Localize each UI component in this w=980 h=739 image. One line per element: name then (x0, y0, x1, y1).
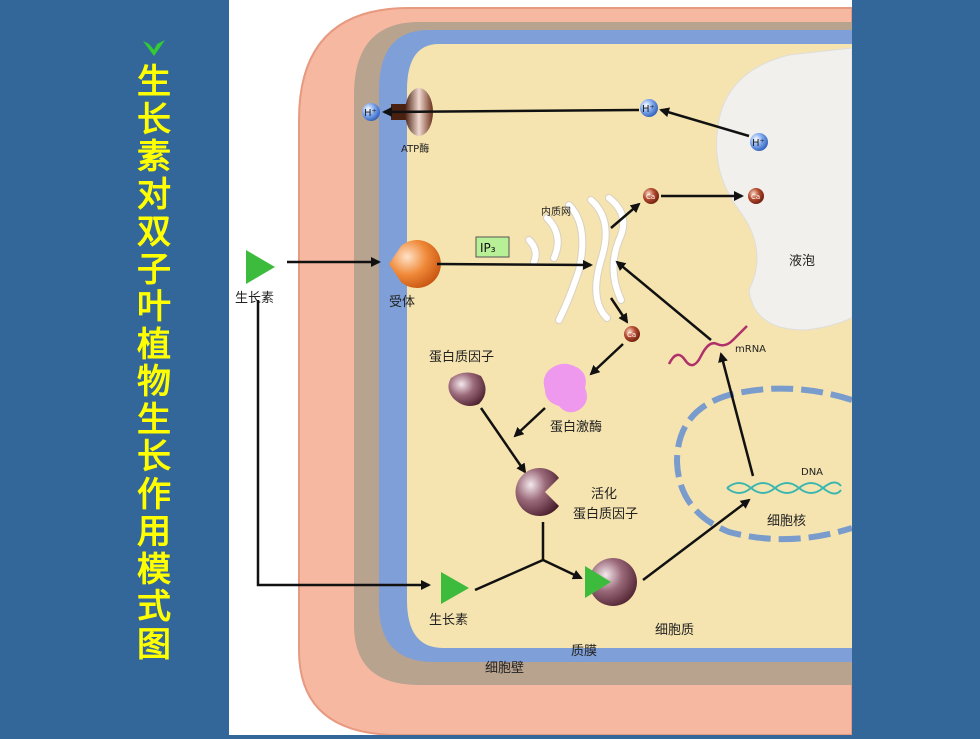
dna-helix (726, 481, 842, 495)
arrow-receptor-to-er (436, 259, 593, 270)
svg-text:H⁺: H⁺ (364, 108, 377, 119)
arrow-ca-to-kinase (589, 343, 624, 376)
svg-text:Ca: Ca (751, 193, 760, 201)
er-label: 内质网 (541, 205, 571, 218)
arrow-auxin-to-complex (474, 558, 583, 592)
ip3-box (475, 236, 510, 258)
auxin-label-outside: 生长素 (235, 291, 274, 306)
svg-text:Ca: Ca (646, 193, 655, 201)
auxin-molecule-outside (246, 250, 275, 284)
slide-title: 生长素对双子叶植物生长作用模式图 (137, 62, 171, 665)
cell-wall-label: 细胞壁 (485, 661, 524, 676)
auxin-label-inside: 生长素 (429, 613, 468, 628)
receptor-label: 受体 (389, 295, 415, 310)
svg-text:H⁺: H⁺ (642, 104, 655, 115)
nucleus-label: 细胞核 (767, 514, 806, 529)
arrow-er-to-ca (610, 202, 641, 229)
nucleus-envelope (673, 385, 853, 543)
protein-kinase (543, 363, 587, 413)
diagram-figure: 液泡 ATP酶 H⁺ H⁺ H⁺ (229, 0, 853, 736)
ip3-label: IP₃ (480, 241, 496, 255)
arrow-complex-to-dna (642, 498, 751, 581)
cytoplasm-label: 细胞质 (655, 623, 694, 638)
mrna-label: mRNA (735, 344, 766, 355)
svg-text:H⁺: H⁺ (752, 138, 765, 149)
kinase-label: 蛋白激酶 (550, 419, 602, 435)
arrow-mrna-to-er (615, 260, 712, 341)
dna-label: DNA (801, 467, 823, 478)
arrow-protein-to-activated (479, 407, 527, 474)
h-ion-cytoplasm: H⁺ (640, 99, 658, 117)
arrow-er-to-ca-2 (609, 297, 629, 324)
svg-text:Ca: Ca (627, 331, 636, 339)
activated-label-1: 活化 (591, 487, 617, 502)
checkmark-bullet-icon (143, 40, 165, 56)
auxin-protein-complex (585, 558, 637, 606)
arrow-auxin-into-cell (256, 300, 431, 590)
title-area: 生长素对双子叶植物生长作用模式图 (122, 38, 186, 664)
receptor (389, 240, 441, 288)
activated-protein-factor (515, 468, 559, 516)
mrna-strand (667, 325, 748, 367)
ca-ion-1: Ca (643, 188, 659, 204)
protein-factor-label: 蛋白质因子 (429, 349, 494, 365)
h-ion-outside: H⁺ (362, 103, 380, 121)
ca-ion-2: Ca (748, 188, 764, 204)
ca-ion-3: Ca (624, 326, 640, 342)
h-ion-vacuole: H⁺ (750, 133, 768, 151)
arrow-h-to-outside (382, 106, 640, 117)
membrane-label: 质膜 (571, 644, 597, 659)
endoplasmic-reticulum (525, 194, 628, 324)
activated-label-2: 蛋白质因子 (573, 506, 638, 522)
arrow-dna-to-mrna (718, 352, 755, 477)
atpase-label: ATP酶 (401, 142, 429, 155)
vacuole (716, 47, 853, 331)
auxin-pathway-diagram: 液泡 ATP酶 H⁺ H⁺ H⁺ (229, 0, 853, 736)
arrow-h-vacuole-to-cytoplasm (659, 107, 750, 138)
protein-factor (448, 372, 486, 406)
arrow-kinase-to-path (513, 407, 546, 438)
vacuole-label: 液泡 (789, 254, 815, 269)
auxin-molecule-inside (441, 572, 469, 604)
